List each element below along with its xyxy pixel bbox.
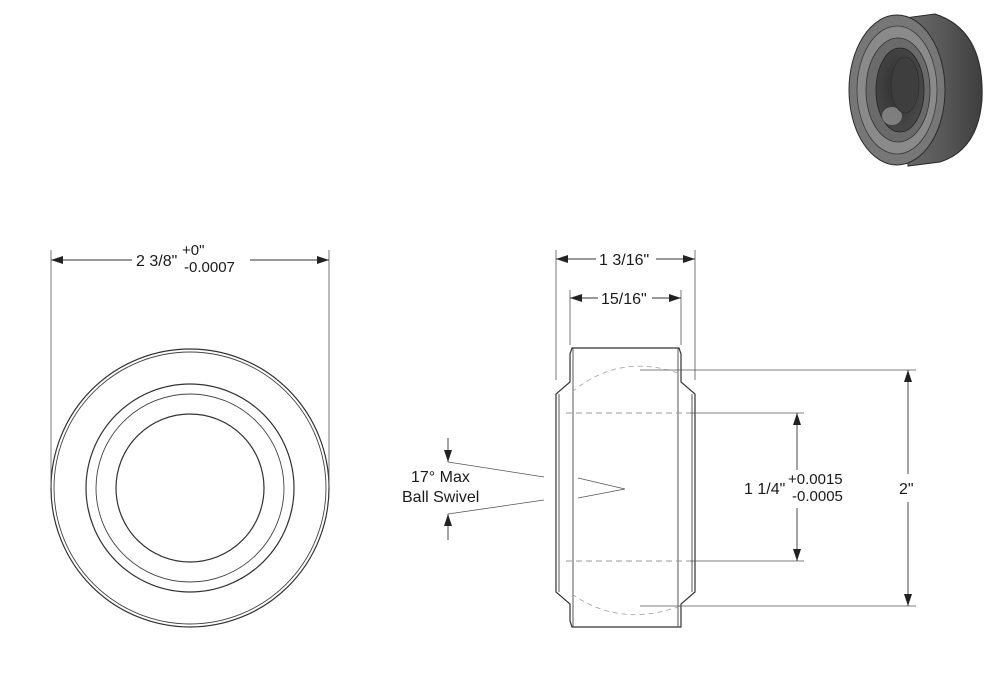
outer-diameter-dimension: 2 3/8" +0" -0.0007 <box>50 242 330 488</box>
ball-diameter-dimension: 2" <box>640 369 916 607</box>
outer-race-profile <box>555 347 696 628</box>
ball-ring-circle <box>95 393 285 583</box>
bore-value: 1 1/4" <box>744 481 785 498</box>
side-view <box>555 347 696 628</box>
ball-diameter-value: 2" <box>899 481 914 498</box>
isometric-view <box>848 13 983 167</box>
total-width-dimension: 1 3/16" <box>555 250 696 380</box>
front-view <box>50 348 330 628</box>
outer-diameter-tol-minus: -0.0007 <box>184 259 235 276</box>
iso-bore-back <box>890 56 920 114</box>
ball-outer-circle <box>85 383 295 593</box>
outer-diameter-tol-plus: +0" <box>182 242 204 259</box>
bore-circle <box>115 413 265 563</box>
total-width-value: 1 3/16" <box>599 252 649 269</box>
inner-width-dimension: 15/16" <box>569 290 682 345</box>
swivel-angle-note: 17° Max Ball Swivel <box>402 438 545 540</box>
outer-diameter-value: 2 3/8" <box>136 253 177 270</box>
iso-ball-highlight <box>882 107 902 125</box>
swivel-note-line2: Ball Swivel <box>402 489 479 506</box>
outer-race-circle-2 <box>53 351 327 625</box>
outer-race-circle <box>50 348 330 628</box>
bore-tol-minus: -0.0005 <box>792 488 843 505</box>
swivel-note-line1: 17° Max <box>411 469 470 486</box>
inner-width-value: 15/16" <box>601 291 647 308</box>
bore-dimension: 1 1/4" +0.0015 -0.0005 <box>690 412 843 562</box>
ball-phantom-bottom <box>571 593 682 616</box>
bore-tol-plus: +0.0015 <box>788 471 843 488</box>
